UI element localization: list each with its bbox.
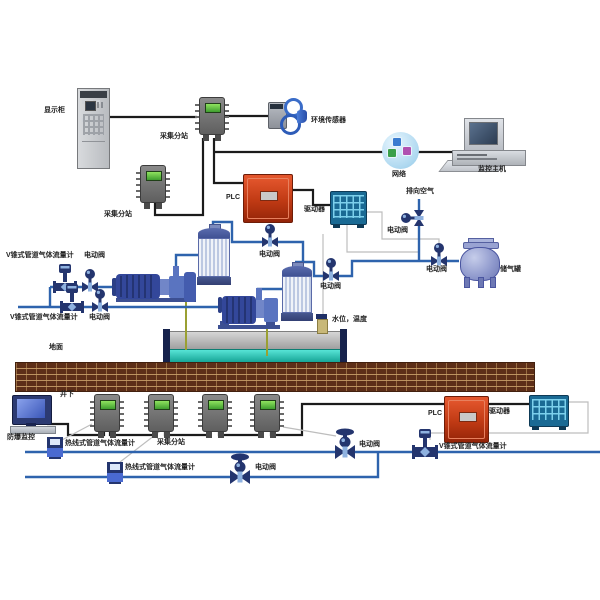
label-valve-b1: 电动阀: [255, 464, 276, 471]
network-cloud: [382, 132, 419, 169]
cabinet-buttons: [83, 114, 104, 135]
label-vent: 排向空气: [406, 188, 434, 195]
label-gas-tank: 储气罐: [500, 266, 521, 273]
electric-valve-1: [82, 269, 98, 292]
label-valve-5: 电动阀: [387, 227, 408, 234]
signal-wires: [59, 211, 589, 463]
substation-bottom-1: [90, 393, 124, 439]
monitor-host-computer: [438, 116, 527, 172]
label-underground: 井下: [60, 391, 74, 398]
vcone-meter-2: [60, 284, 84, 313]
label-env-sensor: 环境传感器: [311, 117, 346, 124]
driver-box-top: [330, 191, 367, 228]
substation-top-2: [136, 164, 170, 210]
display-cabinet: [77, 88, 110, 169]
vcone-meter-3: [412, 429, 438, 459]
pump-2: [218, 288, 280, 329]
label-display-cabinet: 显示柜: [44, 107, 65, 114]
label-hotwire-1: 热线式管道气体流量计: [65, 440, 135, 447]
electric-valve-2: [92, 289, 108, 312]
label-valve-b2: 电动阀: [359, 441, 380, 448]
driver-box-bottom: [529, 395, 569, 430]
substation-bottom-2: [144, 393, 178, 439]
plc-box-bottom: [444, 396, 489, 443]
label-valve-1: 电动阀: [84, 252, 105, 259]
label-plc-top: PLC: [226, 194, 240, 201]
label-level-temp: 水位，温度: [332, 316, 367, 323]
substation-top-1: [195, 96, 229, 142]
substation-screen: [205, 103, 221, 113]
cabinet-screen: [85, 101, 96, 111]
electric-valve-4: [323, 258, 339, 281]
pump-1: [112, 266, 196, 302]
substation-screen: [146, 171, 162, 181]
water-tank: [163, 329, 347, 364]
label-driver-bottom: 驱动器: [489, 408, 510, 415]
label-exp-monitor: 防爆监控: [7, 434, 35, 441]
label-vcone-b: V锥式管道气体流量计: [439, 443, 507, 450]
label-hotwire-2: 热线式管道气体流量计: [125, 464, 195, 471]
electric-valve-b1: [230, 453, 250, 484]
label-valve-4: 电动阀: [320, 283, 341, 290]
label-substation-top2: 采集分站: [104, 211, 132, 218]
drain-line-overlay-1: [185, 330, 187, 350]
environment-sensor: [267, 97, 309, 137]
level-temp-sensor: [316, 314, 328, 334]
electric-valve-5: [401, 210, 424, 226]
substation-bottom-4: [250, 393, 284, 439]
label-substation-top1: 采集分站: [160, 133, 188, 140]
label-plc-bottom: PLC: [428, 410, 442, 417]
label-valve-6: 电动阀: [426, 266, 447, 273]
hotwire-meter-1: [47, 437, 63, 459]
vertical-tank-2: [281, 262, 313, 323]
label-substation-bottom: 采集分站: [157, 439, 185, 446]
label-vcone-2: V锥式管道气体流量计: [10, 314, 78, 321]
plc-box-top: [243, 174, 293, 223]
ground-brick-band: [15, 362, 535, 392]
label-valve-2: 电动阀: [89, 314, 110, 321]
label-network: 网络: [392, 171, 406, 178]
label-host: 监控主机: [478, 166, 506, 173]
electric-valve-6: [431, 243, 447, 266]
label-vcone-1: V锥式管道气体流量计: [6, 252, 74, 259]
electric-valve-3: [262, 224, 278, 247]
gas-storage-tank: [458, 238, 502, 288]
cabinet-top-strip: [80, 91, 107, 122]
substation-bottom-3: [198, 393, 232, 439]
electric-valve-b2: [335, 428, 355, 459]
hotwire-meter-2: [107, 462, 123, 484]
vertical-tank-1: [197, 224, 231, 287]
label-ground: 地面: [49, 344, 63, 351]
explosion-proof-monitor: [10, 394, 56, 434]
drain-line-overlay-2: [266, 330, 268, 356]
label-driver-top: 驱动器: [304, 206, 325, 213]
label-valve-3: 电动阀: [259, 251, 280, 258]
